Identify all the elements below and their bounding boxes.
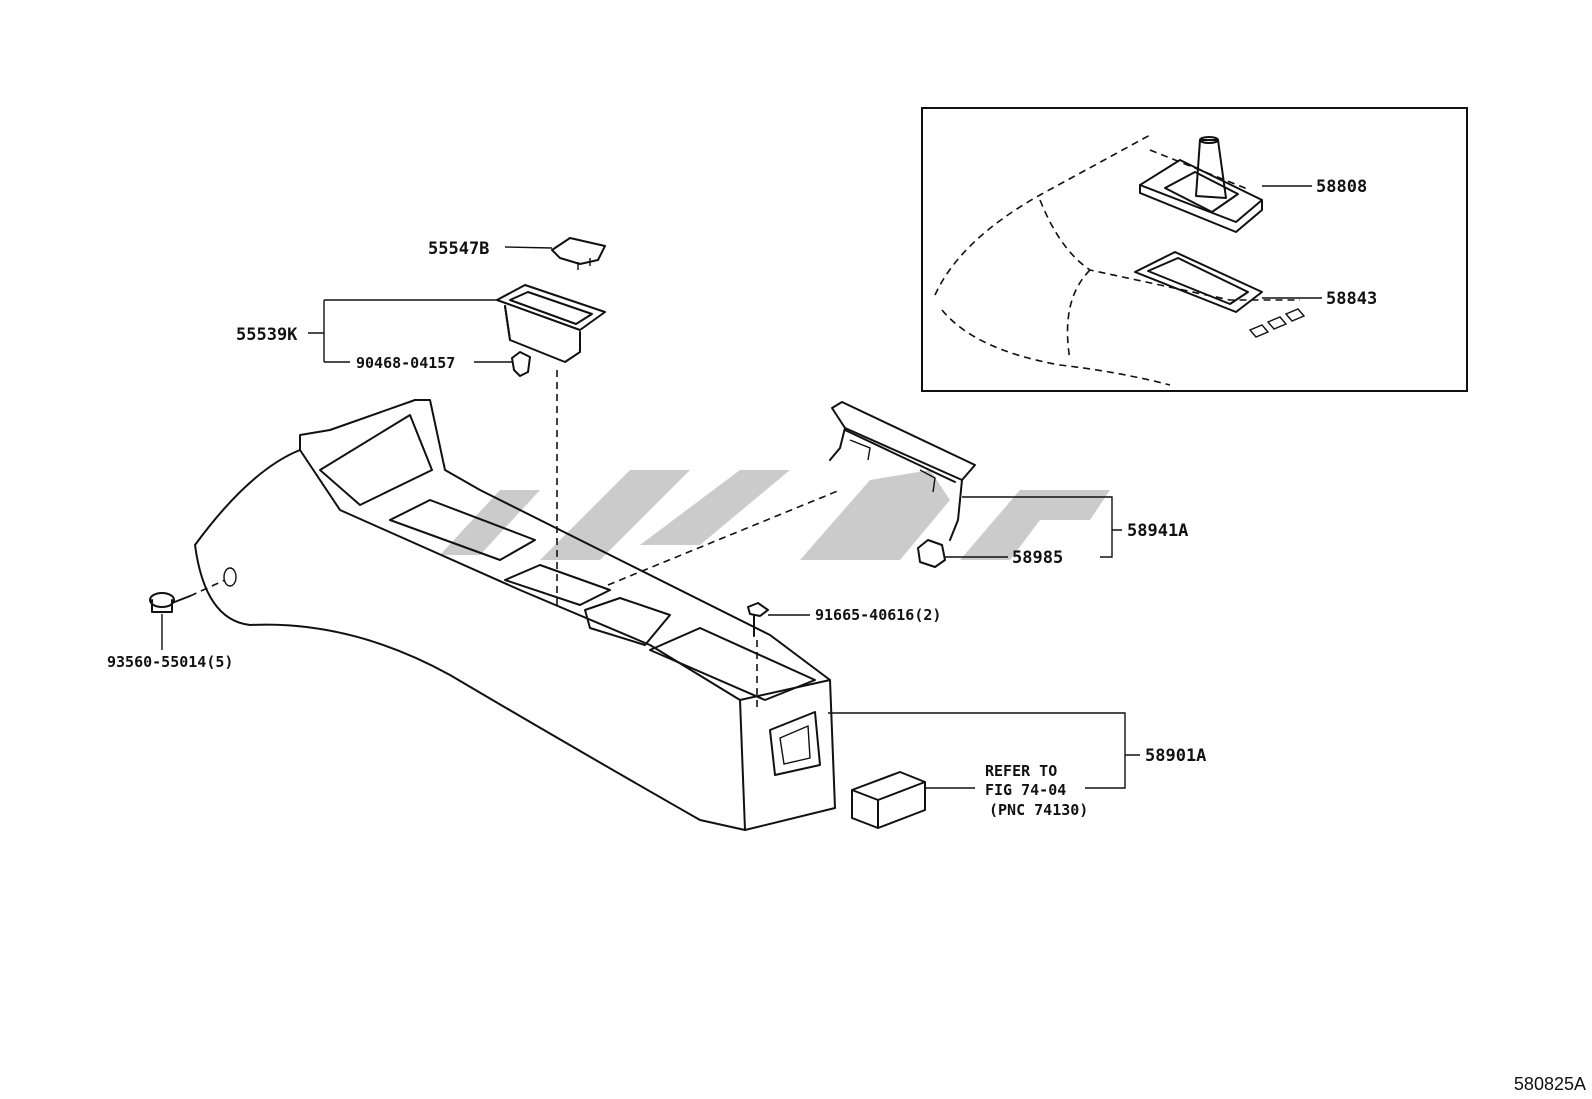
clip-90468-04157 — [511, 351, 531, 377]
clip-58985 — [917, 539, 946, 568]
label-refer-fig: FIG 74-04 — [985, 781, 1066, 799]
assembly-dashes — [556, 370, 841, 610]
pad-58941a — [829, 401, 976, 541]
watermark-logo — [440, 470, 1110, 560]
label-90468-04157: 90468-04157 — [356, 354, 455, 372]
console-box-58901a — [194, 399, 836, 831]
leader-lines — [161, 185, 1322, 789]
label-55547b: 55547B — [428, 239, 489, 259]
ash-tray-refer — [851, 771, 926, 829]
box-55539k — [496, 284, 606, 363]
label-refer-to: REFER TO — [985, 762, 1057, 780]
inset-console-outline — [934, 134, 1300, 386]
label-58843: 58843 — [1326, 289, 1377, 309]
shift-bezel-58843 — [1134, 251, 1306, 338]
cover-55547b — [551, 237, 606, 270]
document-id: 580825A — [1513, 1074, 1586, 1094]
shift-boot-58808 — [1139, 136, 1263, 233]
label-refer-pnc: (PNC 74130) — [989, 801, 1088, 819]
screw-93560-55014 — [149, 579, 226, 613]
label-93560-55014: 93560-55014(5) — [107, 653, 233, 671]
label-58901a: 58901A — [1145, 746, 1206, 766]
label-58941a: 58941A — [1127, 521, 1188, 541]
inset-frame — [921, 107, 1468, 392]
label-58985: 58985 — [1012, 548, 1063, 568]
label-91665-40616: 91665-40616(2) — [815, 606, 941, 624]
label-58808: 58808 — [1316, 177, 1367, 197]
label-55539k: 55539K — [236, 325, 298, 345]
